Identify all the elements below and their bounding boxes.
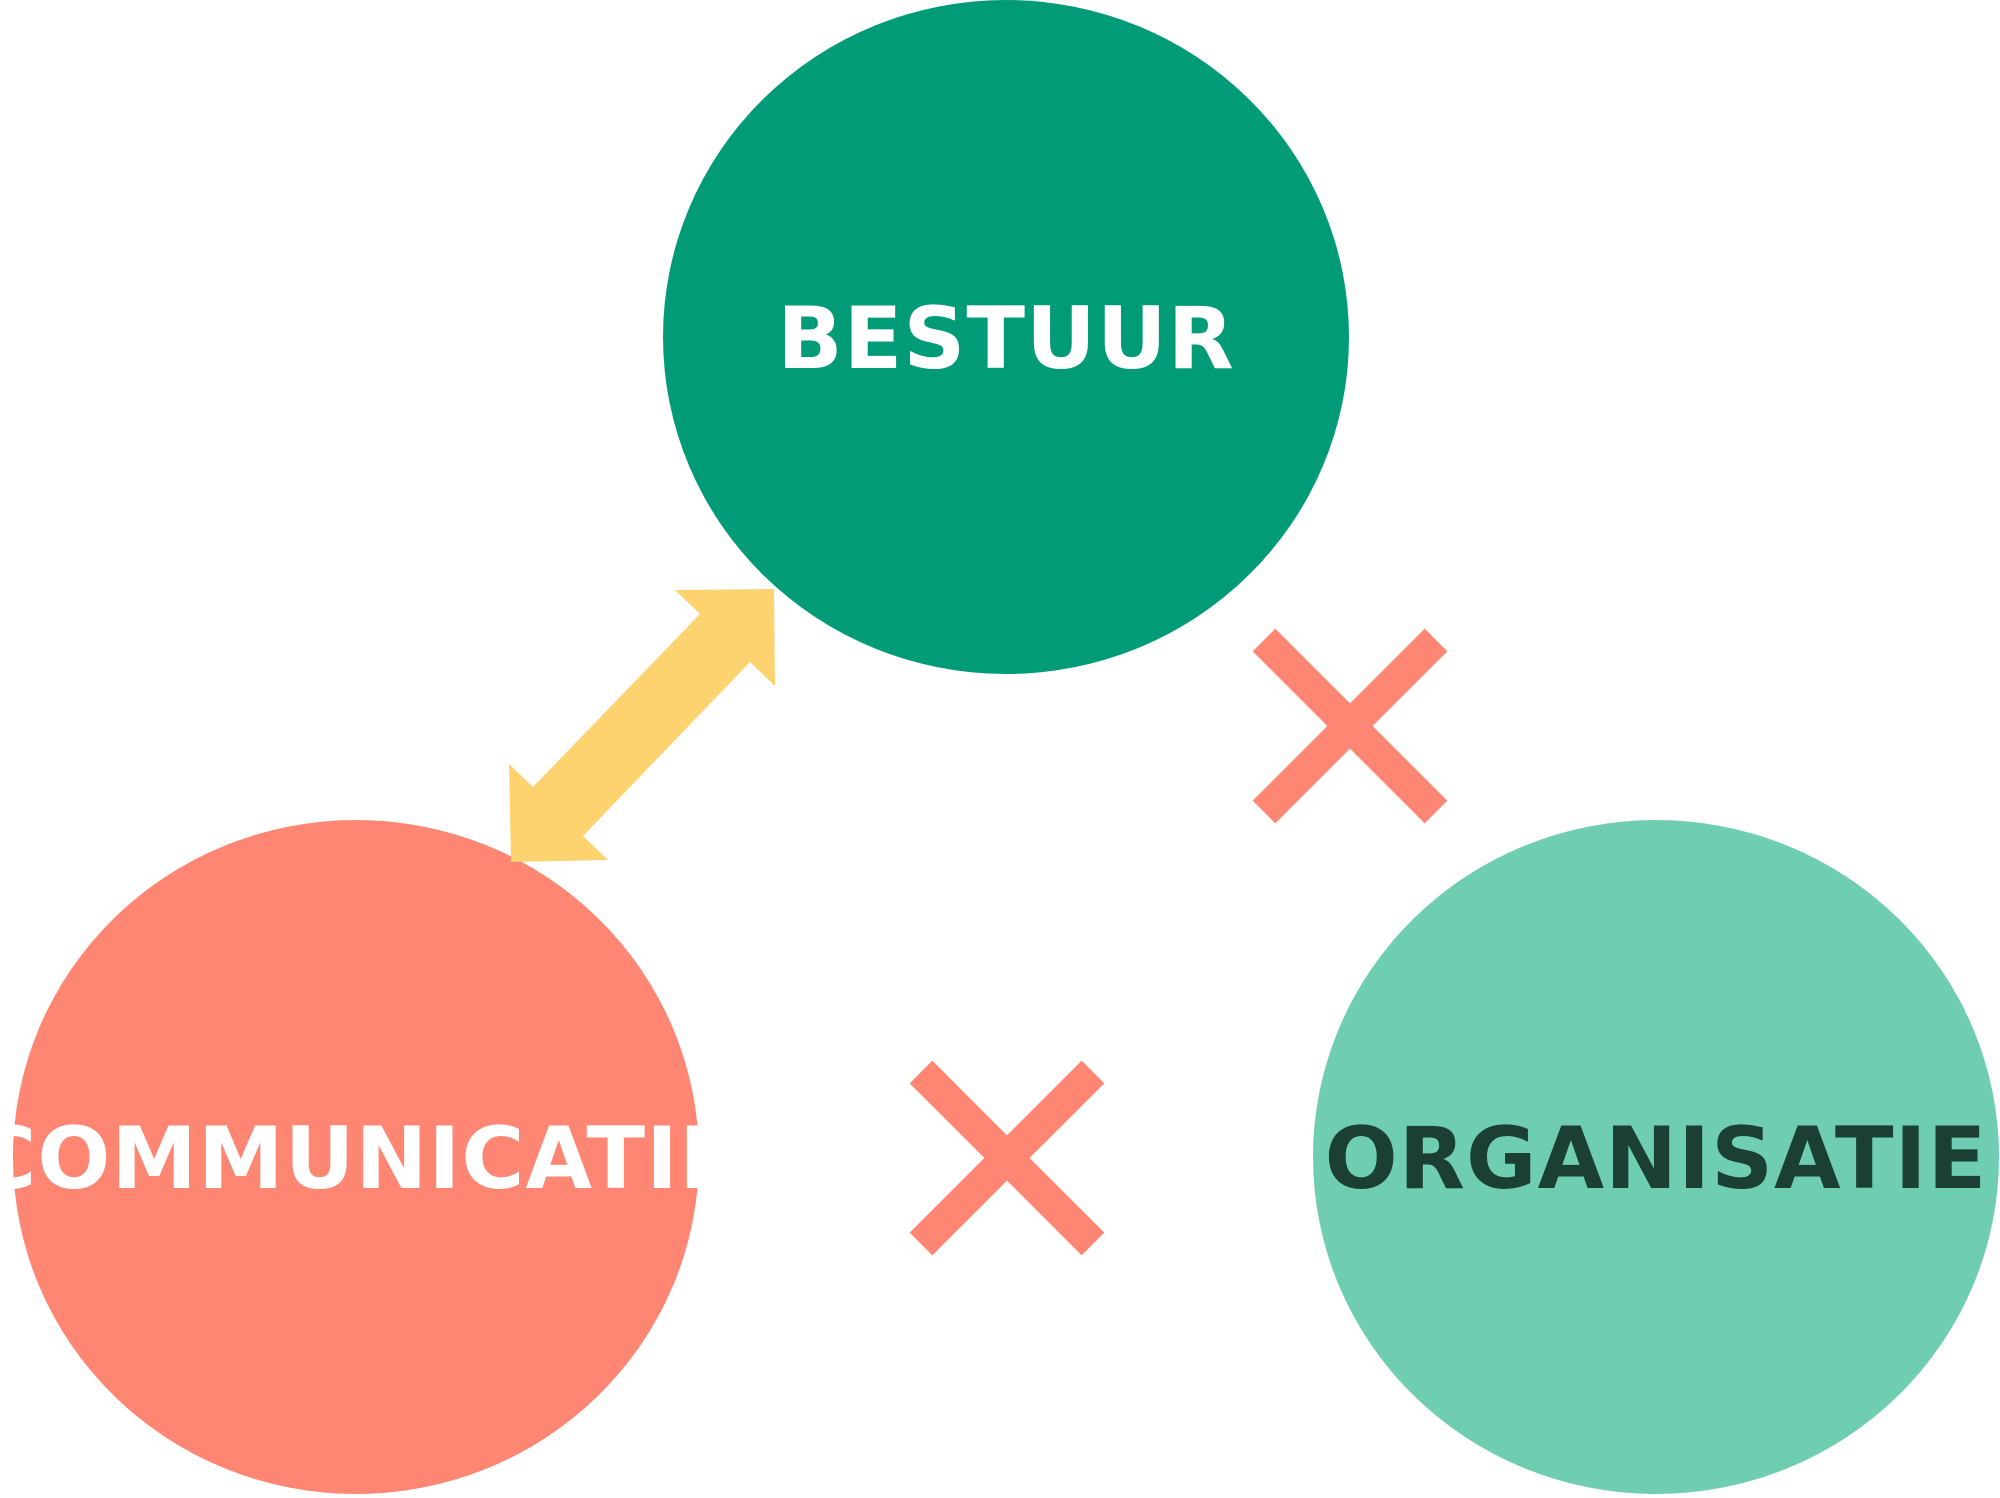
cross-icon-bestuur-organisatie [1252, 628, 1448, 824]
node-organisatie-label: ORGANISATIE [1325, 1109, 1988, 1209]
node-organisatie: ORGANISATIE [1313, 820, 1999, 1494]
node-bestuur-label: BESTUUR [777, 289, 1235, 389]
node-organisatie-circle [1313, 820, 1999, 1494]
node-bestuur-circle [663, 0, 1349, 674]
cross-icon-communicatie-organisatie [909, 1060, 1105, 1256]
node-bestuur: BESTUUR [663, 0, 1349, 674]
cross-stroke [909, 1060, 1105, 1256]
cross-stroke [1252, 628, 1448, 824]
node-communicatie-label: COMMUNICATIE [0, 1109, 739, 1209]
bidirectional-arrow-icon [509, 589, 775, 862]
node-communicatie: COMMUNICATIE [0, 820, 739, 1494]
node-communicatie-circle [13, 820, 699, 1494]
